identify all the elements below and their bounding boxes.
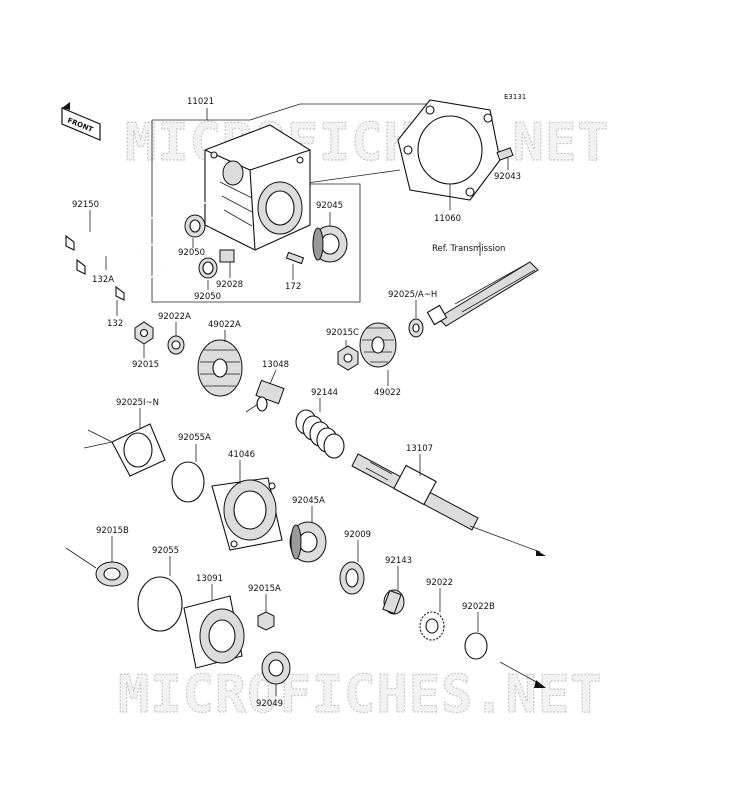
watermark-bottom: MICROFICHES.NET: [118, 665, 603, 725]
label-41046: 41046: [228, 450, 255, 460]
label-92025IN: 92025I~N: [116, 398, 159, 408]
nut-92015A: [257, 611, 275, 631]
label-92055: 92055: [152, 546, 179, 556]
bevel-gear-49022A: [197, 339, 243, 397]
label-92022B: 92022B: [462, 602, 495, 612]
oil-seal-92049: [261, 651, 291, 685]
spring-92144: [295, 409, 345, 459]
drive-shaft-13107: [351, 453, 546, 556]
label-92144: 92144: [311, 388, 338, 398]
o-ring-92055: [137, 576, 183, 632]
bolt-92150: [65, 199, 216, 251]
label-92022A: 92022A: [158, 312, 191, 322]
part-labels: 11021 92150 132A 132 92050 92050 92028 1…: [72, 97, 521, 709]
label-92050-upper: 92050: [178, 248, 205, 258]
watermark-top: MICROFICHES.NET: [125, 113, 610, 173]
dowel-92043: [496, 147, 514, 161]
label-49022: 49022: [374, 388, 401, 398]
nut-92015: [134, 321, 154, 345]
label-132A: 132A: [92, 275, 114, 285]
label-92015C: 92015C: [326, 328, 359, 338]
label-11021: 11021: [187, 97, 214, 107]
bevel-gear-49022: [359, 322, 397, 368]
washer-92022A: [167, 335, 185, 355]
o-ring-92055A: [171, 461, 205, 503]
label-13091: 13091: [196, 574, 223, 584]
label-92015: 92015: [132, 360, 159, 370]
label-92043: 92043: [494, 172, 521, 182]
label-172: 172: [285, 282, 301, 292]
oil-seal-92050-upper: [184, 214, 206, 238]
shim-92025: [408, 318, 424, 338]
label-92022: 92022: [426, 578, 453, 588]
bearing-92045: [312, 225, 348, 263]
nut-92015B: [65, 547, 129, 587]
pin-92028: [219, 249, 235, 263]
label-92045A: 92045A: [292, 496, 325, 506]
label-92009: 92009: [344, 530, 371, 540]
oil-seal-92009: [339, 561, 365, 595]
collar-92143: [382, 589, 405, 615]
housing-13091: [183, 595, 245, 669]
bolt-132: [115, 267, 169, 301]
label-13048: 13048: [262, 360, 289, 370]
label-92015B: 92015B: [96, 526, 129, 536]
label-132: 132: [107, 319, 123, 329]
coupling-13048: [245, 379, 285, 413]
diagram-code: E3131: [504, 93, 526, 101]
front-arrow-icon: FRONT: [61, 102, 101, 141]
label-92055A: 92055A: [178, 433, 211, 443]
ref-transmission-label: Ref. Transmission: [432, 244, 505, 254]
washer-92022B: [464, 632, 546, 688]
stud-172: [285, 251, 305, 265]
nut-92015C: [337, 345, 359, 371]
oil-seal-92050-lower: [198, 257, 218, 279]
label-92050-lower: 92050: [194, 292, 221, 302]
label-92045: 92045: [316, 201, 343, 211]
transmission-shaft: [426, 261, 539, 327]
label-49022A: 49022A: [208, 320, 241, 330]
label-11060: 11060: [434, 214, 461, 224]
gear-case-housing: [204, 124, 311, 251]
leader-lines: [89, 158, 509, 696]
bearing-92045A: [289, 521, 327, 563]
label-92015A: 92015A: [248, 584, 281, 594]
label-13107: 13107: [406, 444, 433, 454]
lock-washer-92022: [419, 611, 445, 641]
label-92150: 92150: [72, 200, 99, 210]
gasket-92025IN: [83, 423, 166, 477]
gasket-11060: [397, 99, 501, 201]
housing-bracket: [151, 103, 430, 303]
label-92028: 92028: [216, 280, 243, 290]
label-92143: 92143: [385, 556, 412, 566]
label-92025: 92025/A~H: [388, 290, 437, 300]
housing-41046: [211, 477, 283, 551]
label-92049: 92049: [256, 699, 283, 709]
